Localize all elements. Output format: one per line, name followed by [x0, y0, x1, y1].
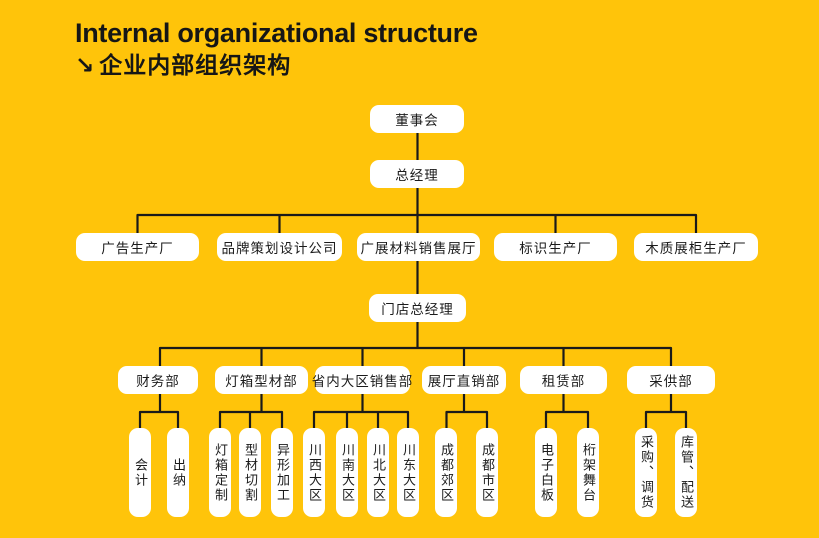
edge-rental-subtree — [544, 394, 590, 428]
edge-procurement-subtree — [644, 394, 688, 428]
org-node-exhibit-materials-showroom: 广展材料销售展厅 — [357, 233, 480, 261]
org-node-board: 董事会 — [370, 105, 464, 133]
edge-branch-drops — [278, 215, 557, 233]
header: Internal organizational structure ↘ 企业内部… — [75, 18, 478, 80]
org-node-electronic-whiteboard: 电子白板 — [535, 428, 557, 517]
org-node-general-manager: 总经理 — [370, 160, 464, 188]
org-node-purchasing-transfer: 采购、调货 — [635, 428, 657, 517]
org-node-truss-stage: 桁架舞台 — [577, 428, 599, 517]
page-subtitle: ↘ 企业内部组织架构 — [75, 52, 478, 80]
org-node-profile-cutting: 型材切割 — [239, 428, 261, 517]
org-node-chengdu-city: 成都市区 — [476, 428, 498, 517]
org-node-lightbox-custom: 灯箱定制 — [209, 428, 231, 517]
page-title: Internal organizational structure — [75, 18, 478, 48]
org-node-signage-factory: 标识生产厂 — [494, 233, 617, 261]
org-node-cashier: 出纳 — [167, 428, 189, 517]
org-node-ad-factory: 广告生产厂 — [76, 233, 199, 261]
edge-lightbox-subtree — [218, 394, 284, 428]
org-node-showroom-direct-sales-dept: 展厅直销部 — [422, 366, 506, 394]
edge-direct-sales-subtree — [445, 394, 489, 428]
org-node-rental-dept: 租赁部 — [520, 366, 607, 394]
org-node-wood-cabinet-factory: 木质展柜生产厂 — [634, 233, 758, 261]
edge-dept-bus — [158, 346, 673, 366]
org-node-procurement-supply-dept: 采供部 — [627, 366, 715, 394]
org-node-store-general-manager: 门店总经理 — [369, 294, 466, 322]
org-node-chuanbei-region: 川北大区 — [367, 428, 389, 517]
edge-finance-subtree — [138, 394, 180, 428]
org-node-brand-design-company: 品牌策划设计公司 — [217, 233, 342, 261]
org-node-special-shape-processing: 异形加工 — [271, 428, 293, 517]
org-node-finance-dept: 财务部 — [118, 366, 198, 394]
org-node-warehouse-delivery: 库管、配送 — [675, 428, 697, 517]
org-node-chuannan-region: 川南大区 — [336, 428, 358, 517]
edge-dept-drops — [260, 348, 565, 366]
page-subtitle-text: 企业内部组织架构 — [99, 52, 292, 79]
org-node-chuanxi-region: 川西大区 — [303, 428, 325, 517]
org-node-chengdu-suburbs: 成都郊区 — [435, 428, 457, 517]
org-node-lightbox-profile-dept: 灯箱型材部 — [215, 366, 308, 394]
down-right-arrow-icon: ↘ — [75, 52, 96, 79]
edge-region-sales-subtree — [312, 394, 410, 428]
org-node-provincial-region-sales-dept: 省内大区销售部 — [312, 366, 412, 394]
org-node-accounting: 会计 — [129, 428, 151, 517]
org-node-chuandong-region: 川东大区 — [397, 428, 419, 517]
